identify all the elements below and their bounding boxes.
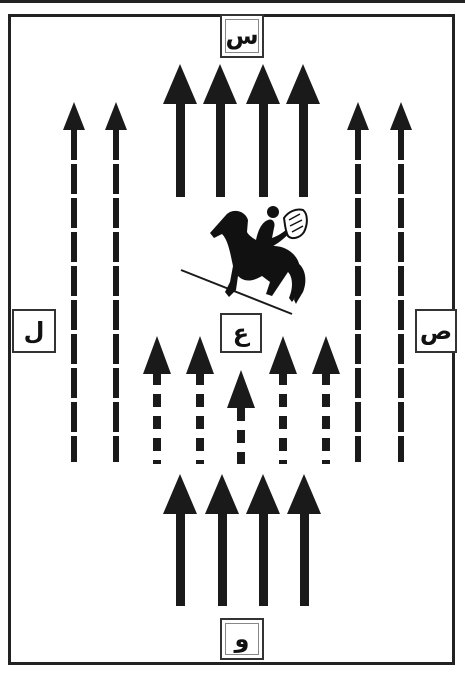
left-dashed-arrow-2 (105, 102, 127, 462)
label-right: ص (415, 309, 457, 353)
label-top: س (220, 14, 264, 58)
middle-dashed-arrow-2 (186, 336, 214, 464)
right-dashed-arrow-1 (347, 102, 369, 462)
label-left: ل (12, 309, 56, 353)
bottom-arrow-3 (246, 474, 280, 606)
top-arrow-1 (163, 64, 197, 197)
right-dashed-arrow-2 (390, 102, 412, 462)
bottom-arrow-2 (205, 474, 239, 606)
middle-dashed-arrow-5 (312, 336, 340, 464)
label-top-text: س (225, 22, 258, 50)
top-arrow-group (163, 64, 320, 197)
label-right-text: ص (420, 317, 452, 345)
top-arrow-2 (203, 64, 237, 197)
horse-rider-icon (210, 206, 307, 304)
middle-arrow-group (143, 336, 340, 464)
bottom-arrow-1 (163, 474, 197, 606)
label-center: ع (220, 313, 262, 353)
top-arrow-3 (246, 64, 280, 197)
middle-dashed-arrow-4 (269, 336, 297, 464)
middle-dashed-arrow-1 (143, 336, 171, 464)
label-bottom: و (220, 618, 264, 660)
left-dashed-arrow-1 (63, 102, 85, 462)
middle-dashed-arrow-3 (227, 370, 255, 464)
label-center-text: ع (233, 319, 249, 347)
bottom-arrow-4 (287, 474, 321, 606)
top-arrow-4 (286, 64, 320, 197)
label-left-text: ل (24, 317, 45, 345)
label-bottom-text: و (235, 625, 250, 653)
bottom-arrow-group (163, 474, 321, 606)
